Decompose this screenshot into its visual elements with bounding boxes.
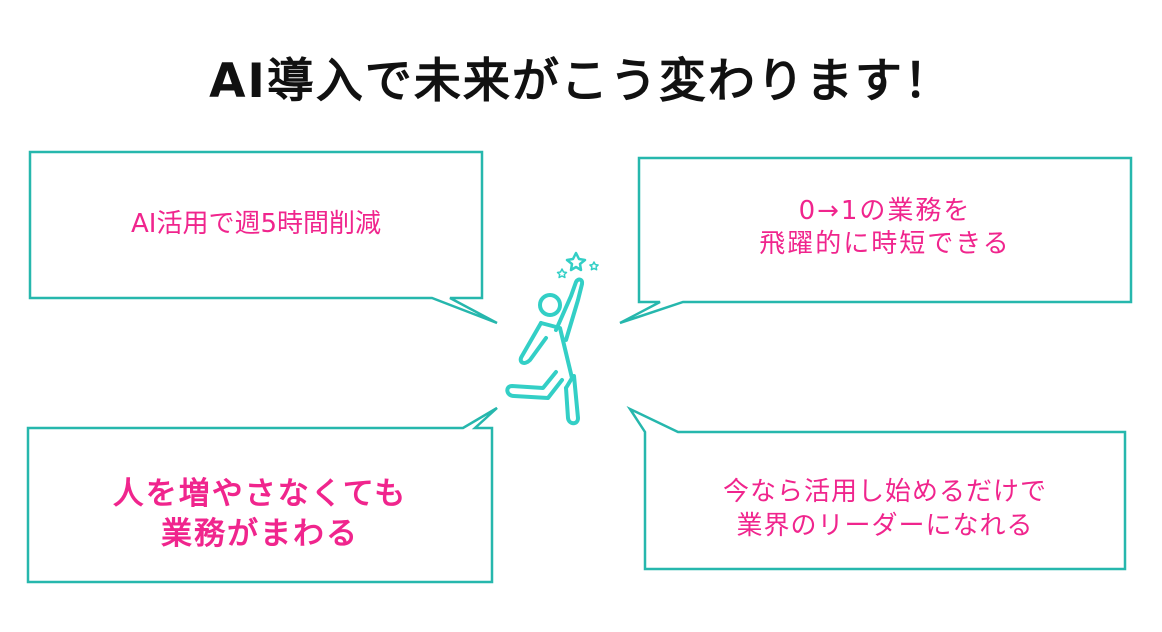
bubble-text-bottom-right: 今なら活用し始めるだけで 業界のリーダーになれる bbox=[645, 475, 1125, 543]
bubble-line: 今なら活用し始めるだけで bbox=[722, 477, 1047, 507]
bubble-text-top-left: AI活用で週5時間削減 bbox=[30, 203, 482, 240]
speech-bubble-bottom-left bbox=[26, 406, 498, 584]
bubble-line: 業務がまわる bbox=[161, 516, 359, 552]
bubble-line: AI活用で週5時間削減 bbox=[131, 209, 381, 239]
bubble-line: 人を増やさなくても bbox=[112, 476, 408, 512]
bubble-line: 0→1の業務を bbox=[798, 196, 972, 226]
speech-bubble-top-right bbox=[619, 156, 1133, 325]
cheering-person-with-star-icon bbox=[505, 251, 599, 426]
bubble-text-top-right: 0→1の業務を 飛躍的に時短できる bbox=[639, 195, 1131, 261]
bubble-text-bottom-left: 人を増やさなくても 業務がまわる bbox=[28, 474, 492, 554]
page-title: AI導入で未来がこう変わります！ bbox=[209, 54, 953, 109]
speech-bubble-bottom-right bbox=[626, 405, 1127, 571]
bubble-line: 業界のリーダーになれる bbox=[736, 511, 1034, 541]
speech-bubble-top-left bbox=[28, 150, 498, 325]
bubble-line: 飛躍的に時短できる bbox=[759, 229, 1011, 259]
